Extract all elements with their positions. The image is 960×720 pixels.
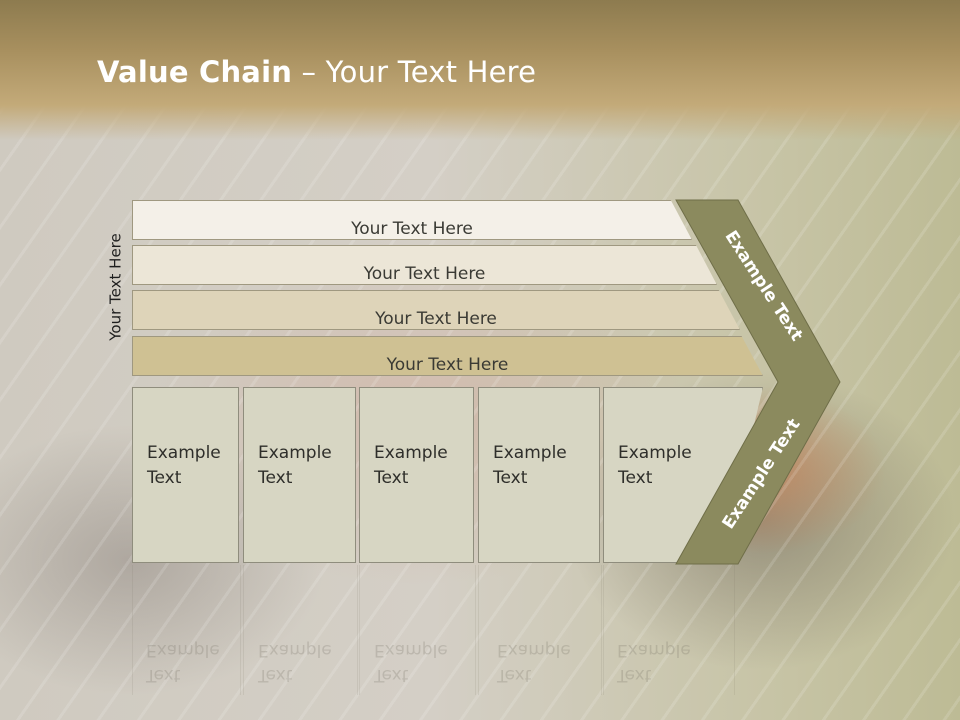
box-3-line1: Example [374,443,448,463]
box-1-line2: Text [147,468,182,488]
box-1-line1: Example [147,443,221,463]
activity-box-2: Example Text [243,387,356,563]
box-2-line2: Text [258,468,293,488]
box-5-line2: Text [618,468,653,488]
band-3: Your Text Here [132,290,740,330]
band-3-label: Your Text Here [375,309,497,329]
box-5-line1: Example [618,443,692,463]
activity-box-3: Example Text [359,387,474,563]
margin-chevron [675,199,841,565]
band-1: Your Text Here [132,200,692,240]
band-2-label: Your Text Here [363,264,486,284]
title-bold: Value Chain [97,55,293,89]
activity-box-4: Example Text [478,387,600,563]
band-2: Your Text Here [132,245,717,285]
box-2-line1: Example [258,443,332,463]
box-4-line1: Example [493,443,567,463]
title-rest: – Your Text Here [292,55,537,89]
vertical-label: Your Text Here [104,222,128,352]
box-4-line2: Text [493,468,528,488]
activity-box-1: Example Text [132,387,239,563]
band-4-label: Your Text Here [386,355,509,375]
band-4: Your Text Here [132,336,763,376]
box-3-line2: Text [374,468,409,488]
header-bar [0,0,960,140]
slide-title: Value Chain – Your Text Here [97,55,536,89]
vertical-label-text: Your Text Here [107,233,125,341]
chevron-shape [675,199,841,565]
band-1-label: Your Text Here [351,219,473,239]
